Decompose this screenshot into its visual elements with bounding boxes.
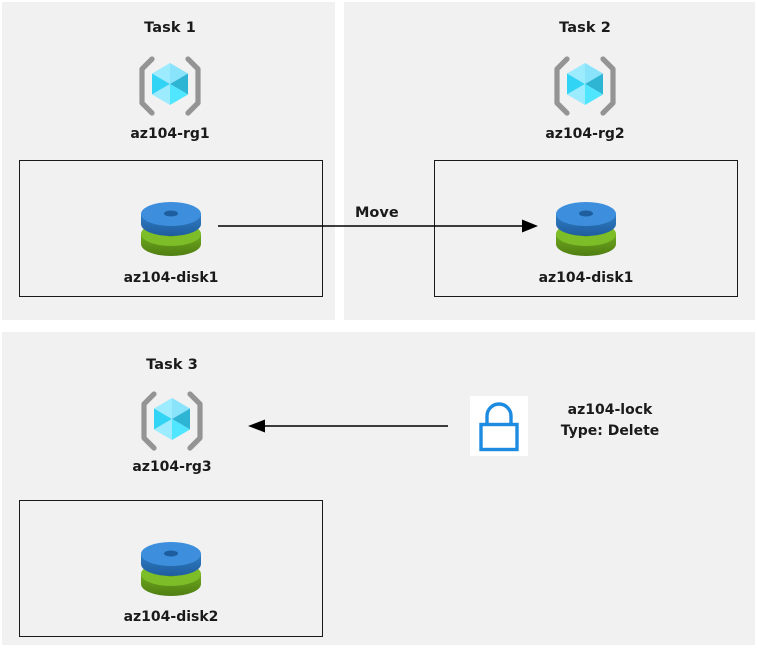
- task-1-title: Task 1: [144, 20, 196, 36]
- task-1-disk-box: [19, 160, 323, 297]
- task-1-managed-disk-icon: [136, 197, 206, 261]
- panel-task-2: [344, 2, 755, 320]
- task-2-disk-box: [434, 160, 738, 297]
- resource-group-cube-icon: [140, 390, 204, 452]
- panel-task-3: [2, 332, 755, 645]
- task-2-title: Task 2: [559, 20, 611, 36]
- task-2-disk-label: az104-disk1: [538, 270, 634, 286]
- move-connector-arrow: [218, 219, 538, 233]
- lock-connector-arrow: [248, 419, 448, 433]
- task-1-resource-group-label: az104-rg1: [130, 126, 210, 142]
- lock-icon: [470, 396, 528, 456]
- panel-task-1: [2, 2, 335, 320]
- task-3-resource-group-label: az104-rg3: [132, 459, 212, 475]
- move-connector-label: Move: [355, 205, 399, 221]
- task-1-disk-label: az104-disk1: [123, 270, 219, 286]
- task-2-managed-disk-icon: [551, 197, 621, 261]
- task-2-resource-group-label: az104-rg2: [545, 126, 625, 142]
- task-3-disk-label: az104-disk2: [123, 609, 219, 625]
- resource-group-cube-icon: [553, 55, 617, 117]
- resource-group-cube-icon: [138, 55, 202, 117]
- task-3-title: Task 3: [146, 357, 198, 373]
- lock-type: Type: Delete: [560, 423, 660, 439]
- task-3-managed-disk-icon: [136, 537, 206, 601]
- lock-name: az104-lock: [567, 402, 653, 418]
- lock-name-label: az104-lock Type: Delete: [535, 400, 685, 442]
- task-3-disk-box: [19, 500, 323, 637]
